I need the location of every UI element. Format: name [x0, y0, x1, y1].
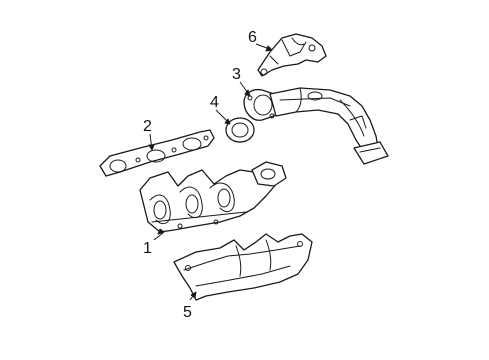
callout-5: 5	[183, 304, 192, 321]
part-2-manifold-gasket	[99, 129, 215, 177]
callout-4: 4	[210, 94, 219, 111]
part-5-manifold-heat-shield	[173, 233, 313, 301]
callout-2: 2	[143, 118, 152, 135]
part-4-gasket-ring	[225, 117, 255, 143]
leader-1	[153, 231, 165, 241]
leader-arrowheads	[148, 45, 273, 299]
callout-1: 1	[143, 240, 152, 257]
callout-3: 3	[232, 66, 241, 83]
part-6-heat-shield-bracket	[257, 33, 327, 77]
callout-6: 6	[248, 29, 257, 46]
part-1-exhaust-manifold	[139, 161, 287, 233]
part-3-crossover-pipe	[243, 87, 389, 165]
